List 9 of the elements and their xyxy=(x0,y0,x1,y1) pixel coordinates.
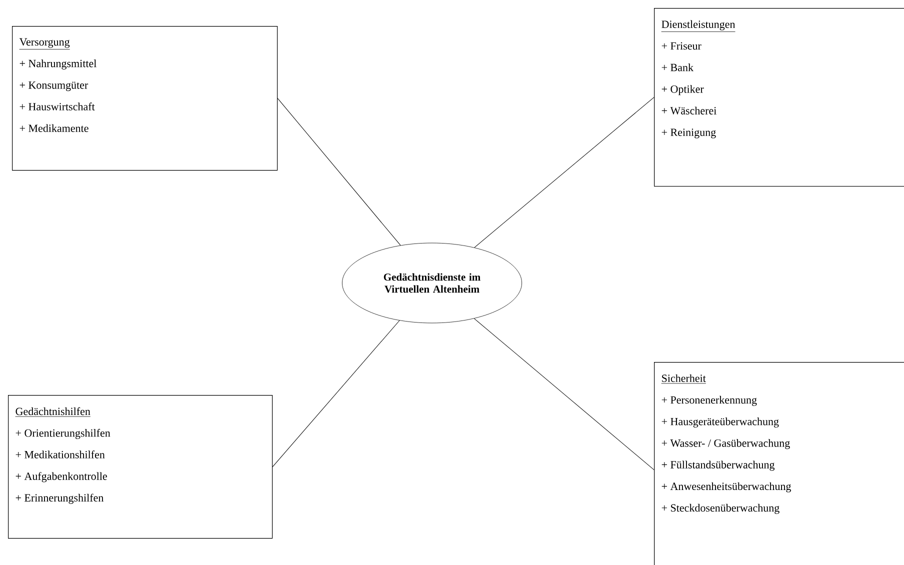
connector-line xyxy=(474,318,654,470)
connector-line xyxy=(272,320,400,468)
connector-line xyxy=(277,98,401,246)
connector-line xyxy=(474,97,654,248)
category-box: Versorgung + Nahrungsmittel + Konsumgüter + Hauswirtschaft + Medikamente xyxy=(12,26,278,171)
category-box: Dienstleistungen + Friseur + Bank + Optiker + Wäscherei + Reinigung xyxy=(654,8,904,187)
category-box: Sicherheit + Personenerkennung + Hausgeräteüberwachung + Wasser- / Gasüberwachung + Füllstandsüberwachung + Anwesenheitsüberwachung + Steckdosenüberwachung xyxy=(654,362,904,565)
category-box: Gedächtnishilfen + Orientierungshilfen + Medikationshilfen + Aufgabenkontrolle + Erinnerungshilfen xyxy=(8,395,273,539)
ellipse-node: Gedächtnisdienste im Virtuellen Altenheim xyxy=(342,242,522,324)
